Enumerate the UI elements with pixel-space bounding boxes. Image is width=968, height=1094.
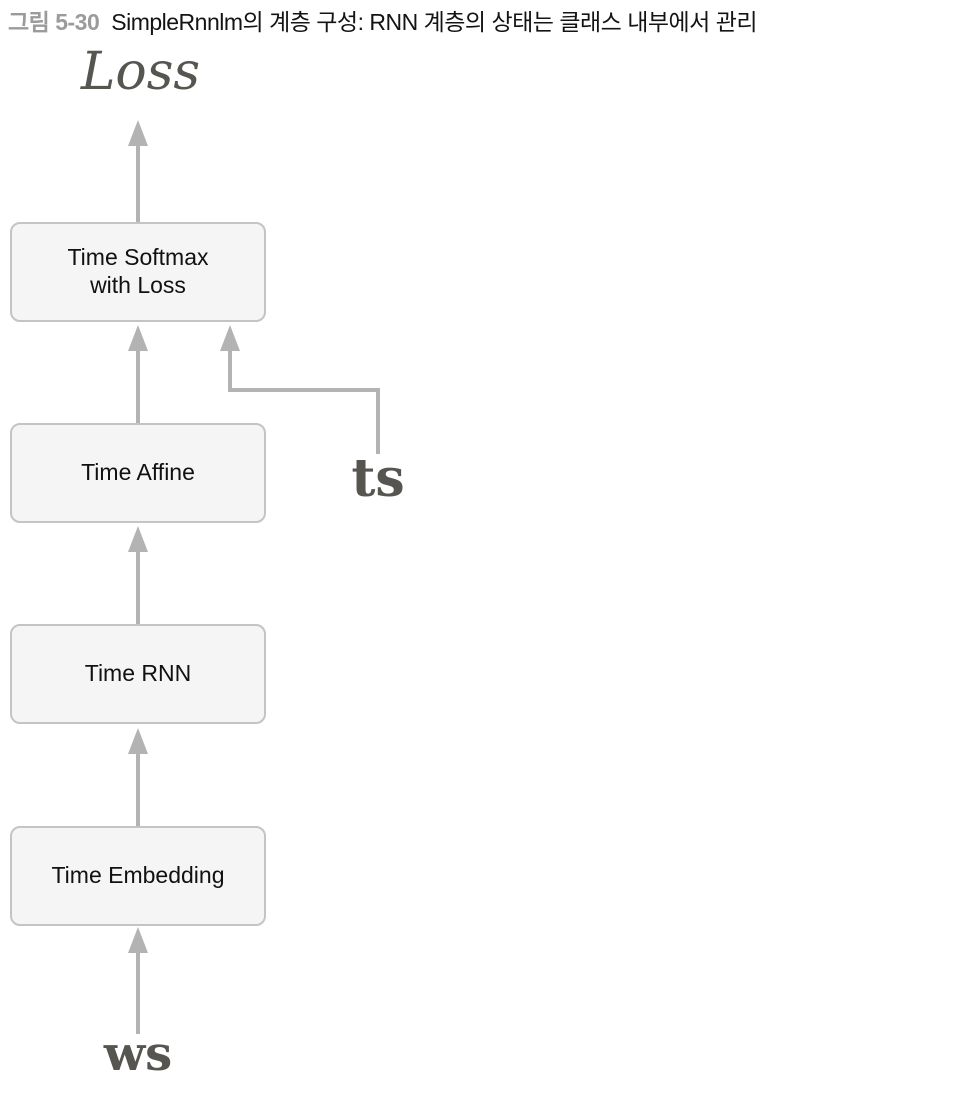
arrowhead-up-icon [128, 927, 148, 953]
loss-output-label: Loss [80, 42, 201, 102]
layer-label: Time RNN [84, 660, 192, 687]
arrowhead-up-icon [220, 325, 240, 351]
figure-caption: 그림 5-30 SimpleRnnlm의 계층 구성: RNN 계층의 상태는 클… [8, 8, 964, 37]
layer-label: Time Embedding [51, 862, 225, 889]
ws-input-label: ws [103, 1026, 173, 1082]
arrowhead-up-icon [128, 325, 148, 351]
layer-box-time-softmax-with-loss: Time Softmax with Loss [10, 222, 266, 322]
arrowhead-up-icon [128, 120, 148, 146]
ts-input-label: ts [351, 448, 405, 509]
figure-number-label: 그림 5-30 [8, 9, 100, 35]
layer-box-time-embedding: Time Embedding [10, 826, 266, 926]
figure-caption-text: SimpleRnnlm의 계층 구성: RNN 계층의 상태는 클래스 내부에서… [111, 9, 758, 35]
layer-box-time-affine: Time Affine [10, 423, 266, 523]
arrowhead-up-icon [128, 728, 148, 754]
arrowhead-up-icon [128, 526, 148, 552]
layer-box-time-rnn: Time RNN [10, 624, 266, 724]
layer-label: Time Softmax with Loss [67, 244, 209, 298]
arrow-ts-to-softmax-elbow [228, 347, 380, 454]
layer-label: Time Affine [81, 459, 195, 486]
